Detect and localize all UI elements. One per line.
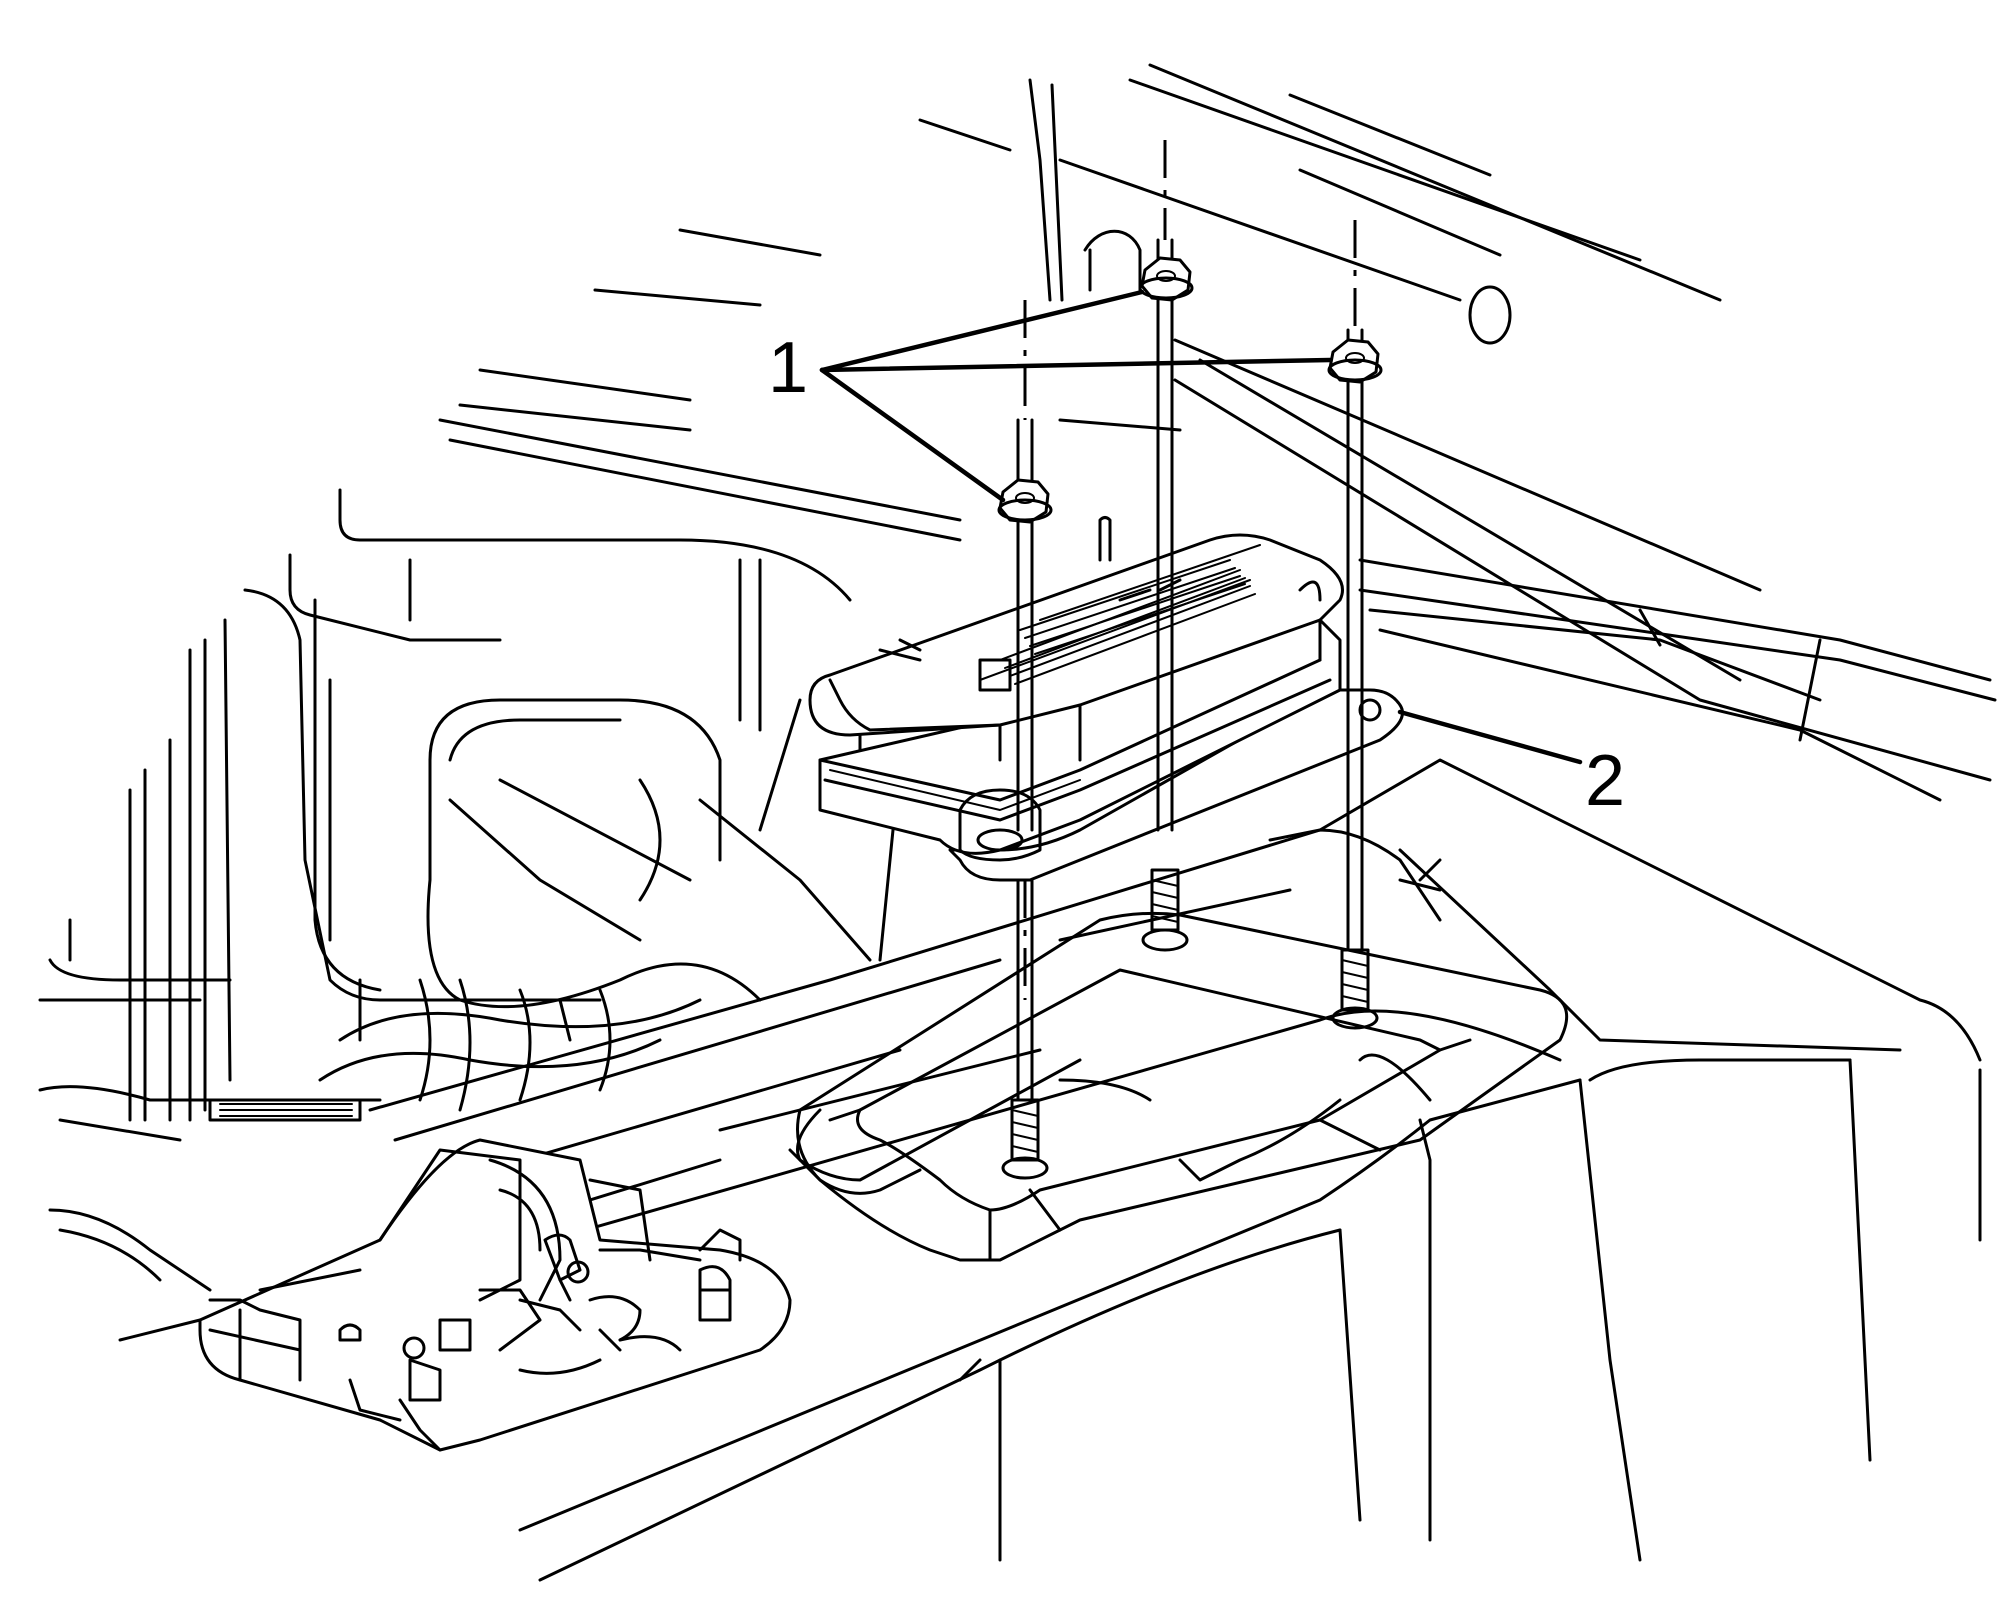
callout-leaders <box>819 289 1583 765</box>
callout-label-module: 2 <box>1585 741 1625 821</box>
mounting-pad <box>796 911 1569 1262</box>
callout-label-nuts: 1 <box>768 328 808 408</box>
body-panel-upper <box>593 63 1997 802</box>
floor-console <box>368 758 1982 1582</box>
control-module-icon <box>808 516 1404 882</box>
threaded-stud-icon <box>1141 238 1189 952</box>
hex-nut-icon <box>997 478 1053 524</box>
threaded-stud-icon <box>1001 878 1049 1180</box>
studs <box>1001 238 1379 1180</box>
latch-assembly <box>198 1138 792 1452</box>
body-structure-left <box>38 368 962 1342</box>
hex-nut-icon <box>1138 256 1194 302</box>
threaded-stud-icon <box>1331 328 1379 1030</box>
hex-nut-icon <box>1327 338 1383 384</box>
